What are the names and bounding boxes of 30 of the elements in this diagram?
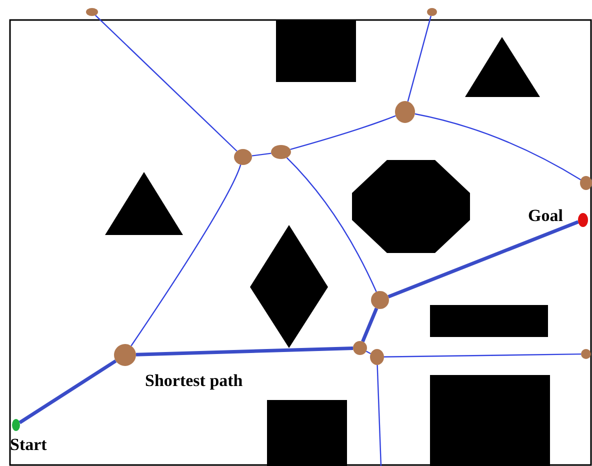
roadmap-vertex xyxy=(580,176,592,190)
path-segment xyxy=(388,220,579,298)
endpoint-marker xyxy=(12,419,20,431)
roadmap-line xyxy=(252,152,272,156)
endpoint-label: Start xyxy=(10,436,47,453)
roadmap-line xyxy=(286,157,377,292)
roadmap-vertex xyxy=(271,145,291,159)
path-segment xyxy=(136,346,354,356)
roadmap-line xyxy=(130,164,242,346)
roadmap-vertex xyxy=(581,349,591,359)
roadmap-line xyxy=(376,364,382,466)
roadmap-vertex xyxy=(114,344,136,366)
path-segment xyxy=(18,359,117,424)
roadmap-line xyxy=(366,350,371,354)
path-segment xyxy=(361,308,378,342)
roadmap-vertex xyxy=(427,8,437,16)
roadmap-line xyxy=(407,16,432,102)
roadmap-vertex xyxy=(370,349,384,365)
roadmap-vertex xyxy=(353,341,367,355)
endpoint-label: Goal xyxy=(528,207,563,224)
roadmap-vertex xyxy=(395,101,415,123)
endpoint-marker xyxy=(578,213,588,227)
roadmap-line xyxy=(95,14,238,152)
path-label: Shortest path xyxy=(145,372,243,389)
roadmap-vertex xyxy=(234,149,252,165)
roadmap-vertex xyxy=(86,8,98,16)
roadmap-vertex xyxy=(371,291,389,309)
roadmap-line xyxy=(384,353,581,358)
roadmap-line xyxy=(414,113,581,180)
roadmap-line xyxy=(290,115,396,150)
